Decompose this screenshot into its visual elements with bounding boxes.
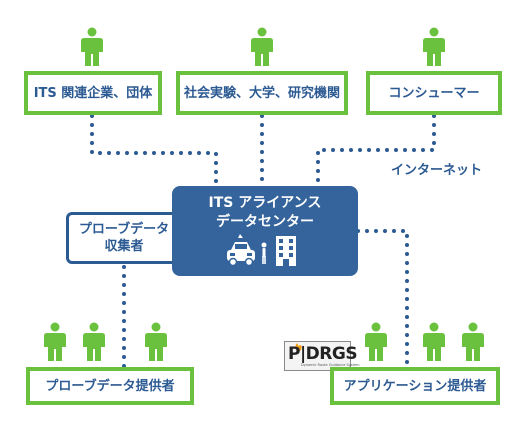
node-label-line: ITS アライアンス xyxy=(208,195,322,211)
node-data-center: ITS アライアンス データセンター xyxy=(172,186,358,276)
connector-its-to-center xyxy=(90,114,218,188)
pdrgs-logo-text: P|DRGS xyxy=(288,344,358,364)
person-icon xyxy=(42,322,68,362)
building-icon xyxy=(276,236,296,266)
node-probe-collector: プローブデータ 収集者 xyxy=(66,212,182,264)
node-label: コンシューマー xyxy=(388,85,480,101)
node-label: ITS 関連企業、団体 xyxy=(33,85,153,101)
person-icon xyxy=(421,27,447,67)
connector-center-to-app-provider xyxy=(356,229,409,368)
node-consumers: コンシューマー xyxy=(366,71,502,115)
person-icon xyxy=(363,322,389,362)
flame-icon xyxy=(295,343,302,351)
pdrgs-logo: P|DRGS Dynamic Route Guidance System xyxy=(284,341,360,371)
person-icon xyxy=(249,27,275,67)
node-app-provider: アプリケーション提供者 xyxy=(330,367,500,405)
person-icon xyxy=(81,322,107,362)
car-icon xyxy=(227,234,255,267)
internet-label: インターネット xyxy=(391,163,483,178)
node-label-line: プローブデータ xyxy=(78,222,170,237)
node-label-line: 収集者 xyxy=(104,239,144,254)
node-its-companies: ITS 関連企業、団体 xyxy=(24,71,162,115)
pdrgs-logo-subtitle: Dynamic Route Guidance System xyxy=(301,363,360,367)
pedestrian-icon xyxy=(261,242,267,264)
node-universities: 社会実験、大学、研究機関 xyxy=(176,71,348,115)
node-probe-provider: プローブデータ提供者 xyxy=(26,367,194,405)
person-icon xyxy=(460,322,486,362)
person-icon xyxy=(79,27,105,67)
person-icon xyxy=(421,322,447,362)
node-label: 社会実験、大学、研究機関 xyxy=(183,85,340,101)
person-icon xyxy=(143,322,169,362)
center-icons xyxy=(227,234,296,267)
node-label-line: データセンター xyxy=(216,214,314,230)
node-label: アプリケーション提供者 xyxy=(343,378,487,394)
connector-cons-to-center xyxy=(316,114,436,188)
node-label: プローブデータ提供者 xyxy=(45,378,175,394)
